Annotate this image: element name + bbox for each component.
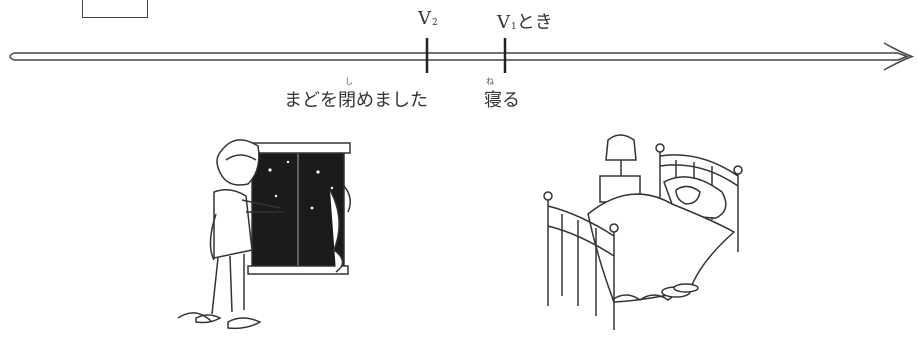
v2-subscript: 2 [432,18,438,28]
v2-letter: V [418,8,431,29]
sleep-ruby: ね [486,77,494,86]
timeline-arrow [9,42,915,71]
closed-window-ruby: し [345,77,353,86]
sleep-caption: 寝る [484,90,520,111]
v1-label: V1とき [497,8,553,34]
top-left-box [82,0,148,18]
v1-suffix: とき [516,12,553,33]
person-closing-window-illustration [177,139,351,330]
person-sleeping-in-bed-illustration [543,134,743,330]
v1-letter: V [497,12,510,33]
v2-label: V2 [418,8,438,29]
v1-subscript: 1 [511,22,517,32]
closed-window-caption: まどを閉めました [284,90,428,111]
